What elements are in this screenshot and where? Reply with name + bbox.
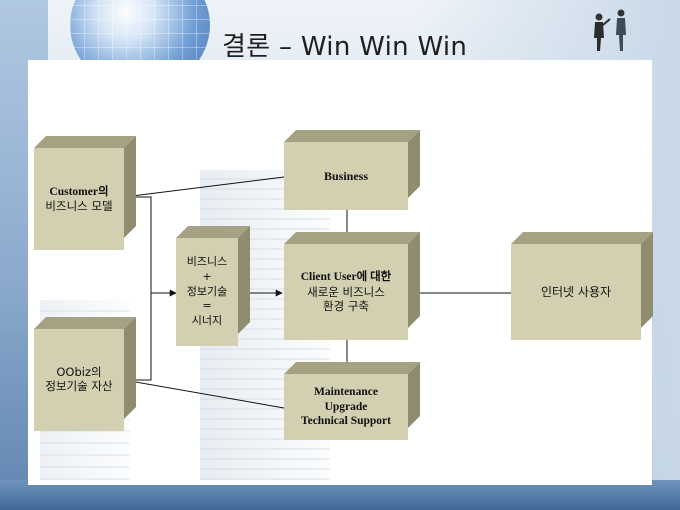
box-face: OObiz의 정보기술 자산 [34, 329, 124, 431]
box-top [284, 362, 420, 374]
client-line2: 새로운 비즈니스 [307, 284, 385, 299]
customer-line2: 비즈니스 모델 [45, 198, 113, 213]
box-side [408, 232, 420, 328]
business-label: Business [323, 168, 369, 183]
maintenance-box: Maintenance Upgrade Technical Support [284, 362, 420, 440]
box-side [238, 226, 250, 334]
synergy-line4: = [202, 299, 212, 313]
oobiz-line2: 정보기술 자산 [45, 379, 113, 393]
synergy-line1: 비즈니스 [186, 254, 228, 268]
business-box: Business [284, 130, 420, 210]
box-side [408, 362, 420, 428]
oobiz-it-assets-box: OObiz의 정보기술 자산 [34, 317, 136, 431]
box-face: 비즈니스 + 정보기술 = 시너지 [176, 238, 238, 346]
business-people-icon [594, 9, 626, 51]
box-face: Customer의 비즈니스 모델 [34, 148, 124, 250]
box-top [34, 317, 136, 329]
internet-user-box: 인터넷 사용자 [511, 232, 653, 340]
synergy-line2: + [202, 269, 212, 283]
synergy-line3: 정보기술 [186, 284, 228, 298]
box-top [34, 136, 136, 148]
box-face: Business [284, 142, 408, 210]
synergy-box: 비즈니스 + 정보기술 = 시너지 [176, 226, 250, 346]
client-line1: Client User에 대한 [300, 270, 392, 283]
box-side [124, 136, 136, 238]
box-side [408, 130, 420, 198]
maintenance-line3: Technical Support [300, 415, 391, 428]
box-face: 인터넷 사용자 [511, 244, 641, 340]
box-top [176, 226, 250, 238]
bottom-band [0, 480, 680, 510]
client-new-business-box: Client User에 대한 새로운 비즈니스 환경 구축 [284, 232, 420, 340]
synergy-line5: 시너지 [191, 314, 223, 328]
box-face: Maintenance Upgrade Technical Support [284, 374, 408, 440]
box-side [124, 317, 136, 419]
box-face: Client User에 대한 새로운 비즈니스 환경 구축 [284, 244, 408, 340]
box-top [511, 232, 653, 244]
box-side [641, 232, 653, 328]
maintenance-line1: Maintenance [314, 385, 378, 398]
maintenance-line2: Upgrade [324, 400, 368, 413]
box-top [284, 232, 420, 244]
client-line3: 환경 구축 [323, 299, 369, 314]
customer-line1: Customer의 [49, 185, 109, 198]
customer-business-model-box: Customer의 비즈니스 모델 [34, 136, 136, 250]
box-top [284, 130, 420, 142]
oobiz-line1: OObiz의 [56, 365, 102, 380]
connector-customer-business [123, 176, 285, 198]
connector-oobiz-maintenance [123, 379, 285, 409]
internet-user-label: 인터넷 사용자 [540, 284, 612, 299]
